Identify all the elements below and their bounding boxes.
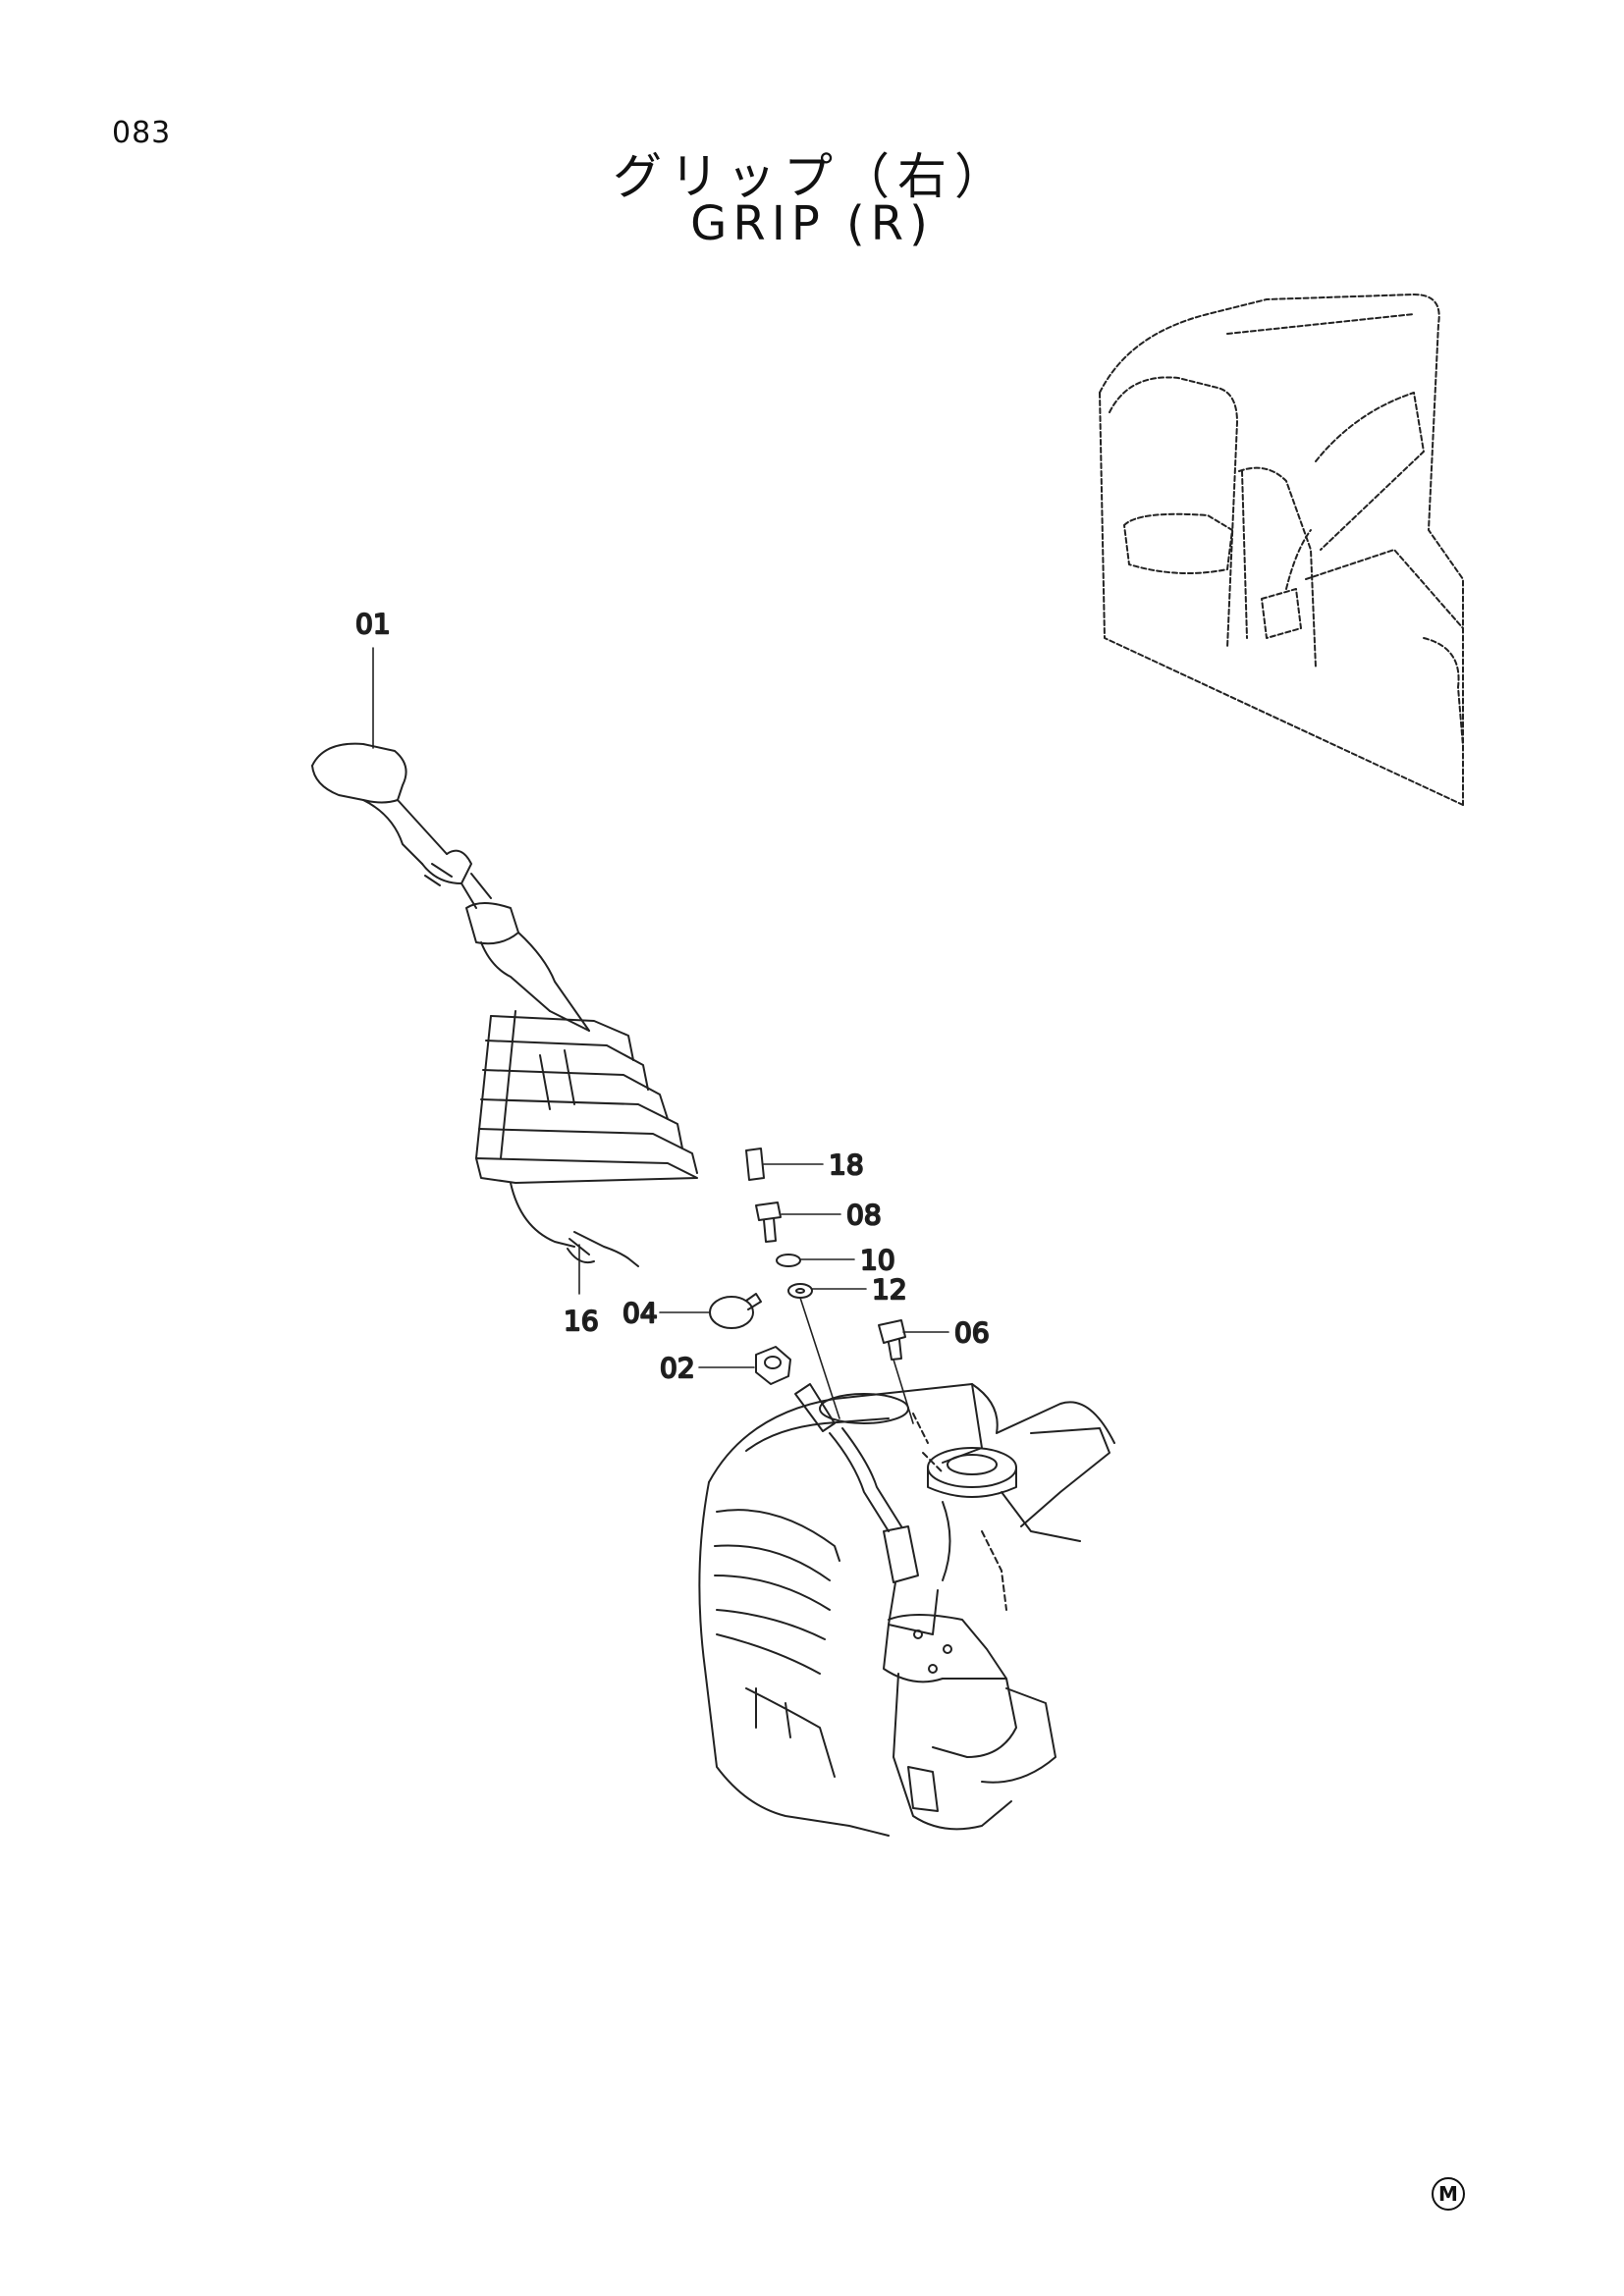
cab-locator-illustration bbox=[1099, 294, 1464, 806]
callout-18: 18 bbox=[829, 1148, 864, 1181]
page-number: 083 bbox=[112, 116, 172, 150]
callout-16: 16 bbox=[564, 1305, 599, 1337]
callout-labels: 01 18 08 10 12 06 04 02 16 bbox=[354, 607, 991, 1385]
leader-lines bbox=[372, 647, 949, 1424]
callout-12: 12 bbox=[872, 1273, 907, 1306]
title-english: GRIP (R) bbox=[690, 196, 934, 251]
small-hardware-parts bbox=[709, 1148, 906, 1385]
callout-04: 04 bbox=[623, 1297, 658, 1329]
callout-01: 01 bbox=[355, 608, 391, 640]
callout-06: 06 bbox=[954, 1316, 990, 1349]
callout-08: 08 bbox=[846, 1199, 882, 1231]
grip-lever-assembly bbox=[311, 742, 698, 1267]
console-base-housing bbox=[698, 1383, 1115, 1837]
callout-10: 10 bbox=[860, 1244, 895, 1276]
manufacturer-mark: M bbox=[1432, 2177, 1465, 2211]
title-japanese: グリップ（右） bbox=[613, 148, 1011, 205]
callout-02: 02 bbox=[660, 1352, 695, 1384]
